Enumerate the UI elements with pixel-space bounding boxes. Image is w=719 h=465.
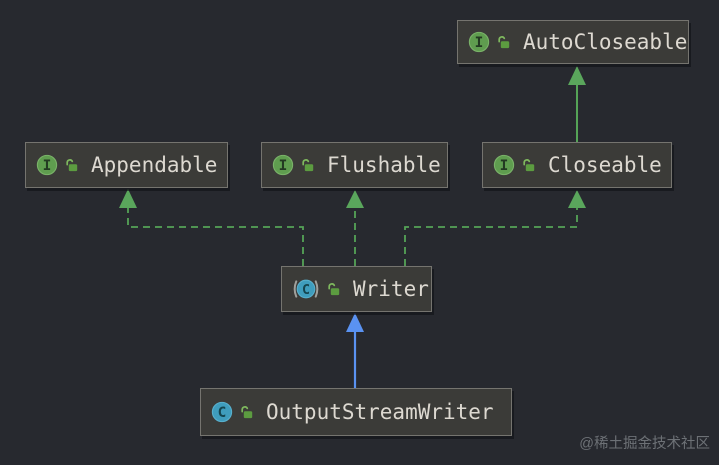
- public-lock-icon: [325, 281, 341, 297]
- svg-text:I: I: [500, 158, 509, 174]
- interface-icon: I: [468, 31, 490, 53]
- node-label: AutoCloseable: [523, 30, 688, 54]
- node-label: Writer: [353, 277, 429, 301]
- svg-text:I: I: [475, 35, 484, 51]
- edge-writer-implements-flushable: [346, 190, 364, 266]
- public-lock-icon: [495, 34, 511, 50]
- class-node-writer[interactable]: C Writer: [281, 266, 432, 312]
- svg-text:I: I: [279, 158, 288, 174]
- public-lock-icon: [299, 157, 315, 173]
- interface-icon: I: [36, 154, 58, 176]
- edge-outputstreamwriter-extends-writer: [346, 313, 364, 388]
- watermark: @稀土掘金技术社区: [579, 436, 710, 452]
- edge-closeable-extends-autocloseable: [568, 66, 586, 142]
- node-label: Appendable: [91, 153, 218, 177]
- public-lock-icon: [520, 157, 536, 173]
- class-node-outputstreamwriter[interactable]: C OutputStreamWriter: [200, 388, 512, 436]
- public-lock-icon: [63, 157, 79, 173]
- class-node-flushable[interactable]: I Flushable: [261, 142, 448, 188]
- abstract-class-icon: C: [292, 278, 320, 300]
- edge-writer-implements-appendable: [119, 189, 304, 266]
- node-label: Flushable: [327, 153, 441, 177]
- svg-text:C: C: [218, 405, 227, 421]
- svg-text:I: I: [43, 158, 52, 174]
- public-lock-icon: [238, 404, 254, 420]
- class-icon: C: [211, 401, 233, 423]
- class-node-closeable[interactable]: I Closeable: [482, 142, 672, 188]
- interface-icon: I: [493, 154, 515, 176]
- edge-writer-implements-closeable: [404, 190, 586, 266]
- node-label: OutputStreamWriter: [266, 400, 494, 424]
- class-node-autocloseable[interactable]: I AutoCloseable: [457, 20, 689, 64]
- interface-icon: I: [272, 154, 294, 176]
- node-label: Closeable: [548, 153, 662, 177]
- class-node-appendable[interactable]: I Appendable: [25, 142, 228, 188]
- svg-text:C: C: [302, 283, 310, 298]
